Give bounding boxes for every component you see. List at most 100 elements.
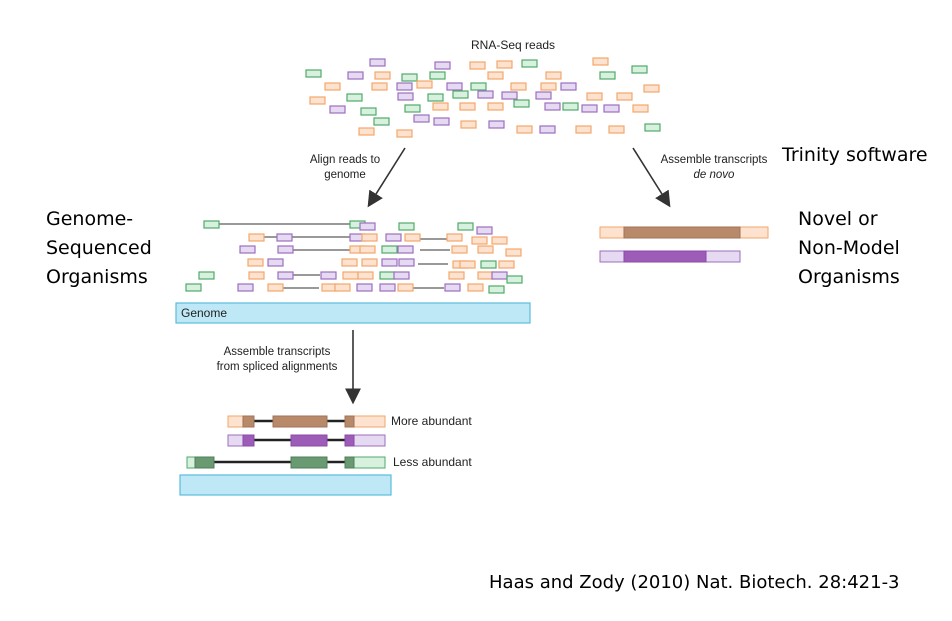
read-fragment xyxy=(404,233,421,242)
read-fragment xyxy=(644,123,661,132)
read-fragment xyxy=(357,271,374,280)
read-fragment xyxy=(334,283,351,292)
read-fragment xyxy=(487,102,504,111)
read-fragment xyxy=(398,258,415,267)
read-fragment xyxy=(342,271,359,280)
read-fragment xyxy=(203,220,220,229)
read-fragment xyxy=(477,245,494,254)
assembled-transcript-orange xyxy=(227,415,386,428)
read-fragment xyxy=(396,129,413,138)
assemble-spliced-label: Assemble transcripts from spliced alignm… xyxy=(205,345,349,375)
rna-seq-reads-cloud xyxy=(305,57,661,138)
read-fragment xyxy=(374,71,391,80)
read-fragment xyxy=(477,90,494,99)
assembled-transcript-purple xyxy=(227,434,386,447)
read-fragment xyxy=(540,82,557,91)
read-fragment xyxy=(631,65,648,74)
read-fragment xyxy=(480,260,497,269)
read-fragment xyxy=(433,117,450,126)
read-fragment xyxy=(539,125,556,134)
read-fragment xyxy=(239,245,256,254)
read-fragment xyxy=(457,222,474,231)
read-fragment xyxy=(347,71,364,80)
denovo-transcript-purple xyxy=(599,250,741,263)
read-fragment xyxy=(460,120,477,129)
read-fragment xyxy=(467,283,484,292)
read-fragment xyxy=(396,82,413,91)
read-fragment xyxy=(369,58,386,67)
genome-sequenced-line2: Sequenced xyxy=(46,237,152,259)
read-fragment xyxy=(603,104,620,113)
read-fragment xyxy=(305,69,322,78)
read-fragment xyxy=(498,260,515,269)
read-fragment xyxy=(575,125,592,134)
read-fragment xyxy=(356,283,373,292)
genome-sequenced-line3: Organisms xyxy=(46,266,148,288)
read-fragment xyxy=(371,82,388,91)
read-fragment xyxy=(477,271,494,280)
more-abundant-label: More abundant xyxy=(391,414,472,428)
read-fragment xyxy=(488,285,505,294)
read-fragment xyxy=(346,93,363,102)
align-arrow xyxy=(367,147,406,208)
read-fragment xyxy=(488,120,505,129)
read-fragment xyxy=(491,236,508,245)
read-fragment xyxy=(459,260,476,269)
read-fragment xyxy=(248,271,265,280)
assembled-transcript-green xyxy=(186,456,386,469)
read-fragment xyxy=(373,117,390,126)
align-label-line1: Align reads to xyxy=(309,154,381,166)
read-fragment xyxy=(470,82,487,91)
denovo-arrow xyxy=(632,147,671,208)
read-fragment xyxy=(446,82,463,91)
read-fragment xyxy=(429,71,446,80)
read-fragment xyxy=(471,236,488,245)
read-fragment xyxy=(544,102,561,111)
read-fragment xyxy=(513,99,530,108)
read-fragment xyxy=(510,82,527,91)
align-label: Align reads to genome xyxy=(298,153,392,183)
read-fragment xyxy=(599,71,616,80)
read-fragment xyxy=(329,105,346,114)
trinity-label: Trinity software xyxy=(782,144,928,166)
less-abundant-label: Less abundant xyxy=(393,455,472,469)
read-fragment xyxy=(545,71,562,80)
read-fragment xyxy=(416,80,433,89)
reads-title: RNA-Seq reads xyxy=(471,38,556,52)
genome-bar xyxy=(175,302,531,324)
read-fragment xyxy=(359,222,376,231)
read-fragment xyxy=(381,245,398,254)
read-fragment xyxy=(385,233,402,242)
read-fragment xyxy=(446,233,463,242)
read-fragment xyxy=(452,90,469,99)
read-fragment xyxy=(379,271,396,280)
read-fragment xyxy=(276,233,293,242)
read-fragment xyxy=(359,245,376,254)
read-fragment xyxy=(277,245,294,254)
read-fragment xyxy=(413,114,430,123)
read-fragment xyxy=(444,283,461,292)
align-label-line2: genome xyxy=(324,169,366,181)
read-fragment xyxy=(487,71,504,80)
read-fragment xyxy=(562,102,579,111)
read-fragment xyxy=(247,258,264,267)
genome-bar-lower xyxy=(179,474,392,496)
read-fragment xyxy=(592,57,609,66)
read-fragment xyxy=(267,283,284,292)
genome-sequenced-line1: Genome- xyxy=(46,208,134,230)
read-fragment xyxy=(397,92,414,101)
read-fragment xyxy=(360,107,377,116)
read-fragment xyxy=(491,271,508,280)
read-fragment xyxy=(448,271,465,280)
read-fragment xyxy=(324,82,341,91)
read-fragment xyxy=(469,61,486,70)
read-fragment xyxy=(608,125,625,134)
read-fragment xyxy=(381,258,398,267)
read-fragment xyxy=(506,275,523,284)
assemble-spliced-line1: Assemble transcripts xyxy=(223,346,331,358)
read-fragment xyxy=(496,60,513,69)
genome-bar-label: Genome xyxy=(181,306,228,320)
read-fragment xyxy=(451,245,468,254)
read-fragment xyxy=(398,222,415,231)
